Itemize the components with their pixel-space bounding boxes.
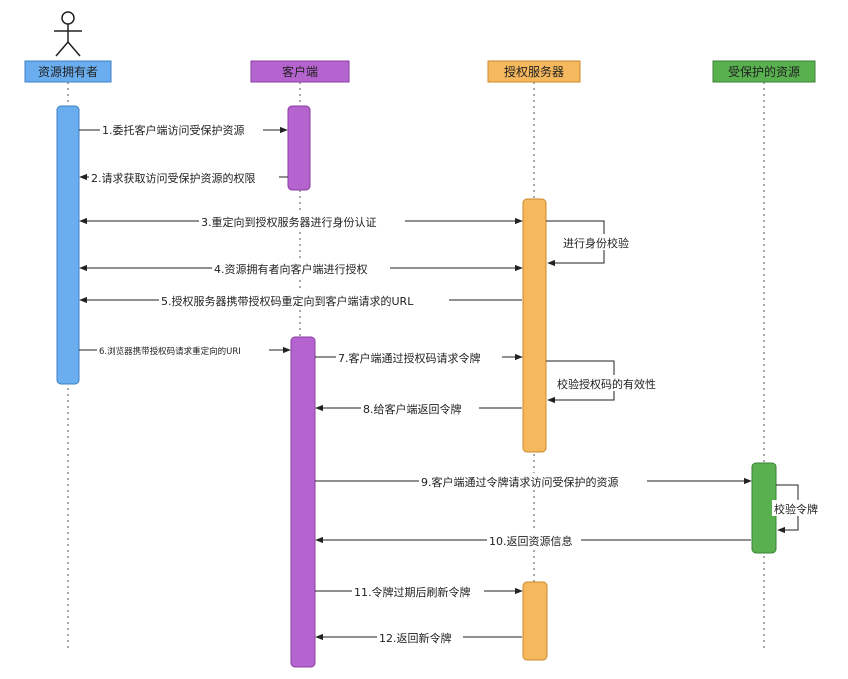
participant-resource-label: 受保护的资源: [728, 64, 800, 79]
message-6-label: 6.浏览器携带授权码请求重定向的URI: [99, 346, 241, 357]
message-5-label: 5.授权服务器携带授权码重定向到客户端请求的URL: [161, 294, 414, 308]
message-7: 7.客户端通过授权码请求令牌: [315, 349, 523, 365]
activation-client-2: [290, 336, 316, 668]
message-8: 8.给客户端返回令牌: [315, 400, 522, 416]
message-3-label: 3.重定向到授权服务器进行身份认证: [201, 215, 377, 229]
message-5: 5.授权服务器携带授权码重定向到客户端请求的URL: [79, 292, 522, 308]
message-9: 9.客户端通过令牌请求访问受保护的资源: [315, 473, 752, 489]
self-message-1: 进行身份校验: [546, 220, 644, 267]
participant-authserver-label: 授权服务器: [504, 64, 564, 79]
self-message-1-label: 进行身份校验: [563, 236, 629, 250]
participant-resource: 受保护的资源: [712, 60, 816, 83]
self-message-2: 校验授权码的有效性: [546, 360, 675, 404]
message-10-label: 10.返回资源信息: [489, 534, 573, 548]
message-8-label: 8.给客户端返回令牌: [363, 402, 462, 416]
self-message-3: 校验令牌: [772, 484, 826, 534]
message-2-label: 2.请求获取访问受保护资源的权限: [91, 171, 256, 185]
message-6: 6.浏览器携带授权码请求重定向的URI: [79, 344, 291, 357]
message-1: 1.委托客户端访问受保护资源: [79, 121, 288, 137]
message-10: 10.返回资源信息: [315, 532, 751, 548]
message-2: 2.请求获取访问受保护资源的权限: [79, 169, 288, 185]
self-message-2-label: 校验授权码的有效性: [557, 377, 656, 391]
message-4: 4.资源拥有者向客户端进行授权: [79, 260, 523, 276]
message-12: 12.返回新令牌: [315, 629, 522, 645]
participant-client: 客户端: [250, 60, 350, 83]
message-7-label: 7.客户端通过授权码请求令牌: [338, 351, 481, 365]
activation-owner: [56, 105, 80, 385]
activation-authserver-1: [522, 198, 547, 453]
message-11-label: 11.令牌过期后刷新令牌: [354, 585, 471, 599]
message-3: 3.重定向到授权服务器进行身份认证: [79, 213, 523, 229]
message-11: 11.令牌过期后刷新令牌: [315, 583, 523, 599]
message-9-label: 9.客户端通过令牌请求访问受保护的资源: [421, 475, 619, 489]
participant-owner: 资源拥有者: [24, 60, 112, 83]
activation-client-1: [287, 105, 311, 191]
participant-owner-label: 资源拥有者: [38, 65, 98, 79]
message-4-label: 4.资源拥有者向客户端进行授权: [214, 262, 368, 276]
participant-authserver: 授权服务器: [487, 60, 581, 83]
activation-authserver-2: [522, 581, 548, 661]
message-1-label: 1.委托客户端访问受保护资源: [102, 123, 245, 137]
participant-client-label: 客户端: [282, 64, 318, 79]
self-message-3-label: 校验令牌: [774, 502, 818, 516]
actor-figure-icon: [54, 11, 82, 57]
message-12-label: 12.返回新令牌: [379, 631, 452, 645]
